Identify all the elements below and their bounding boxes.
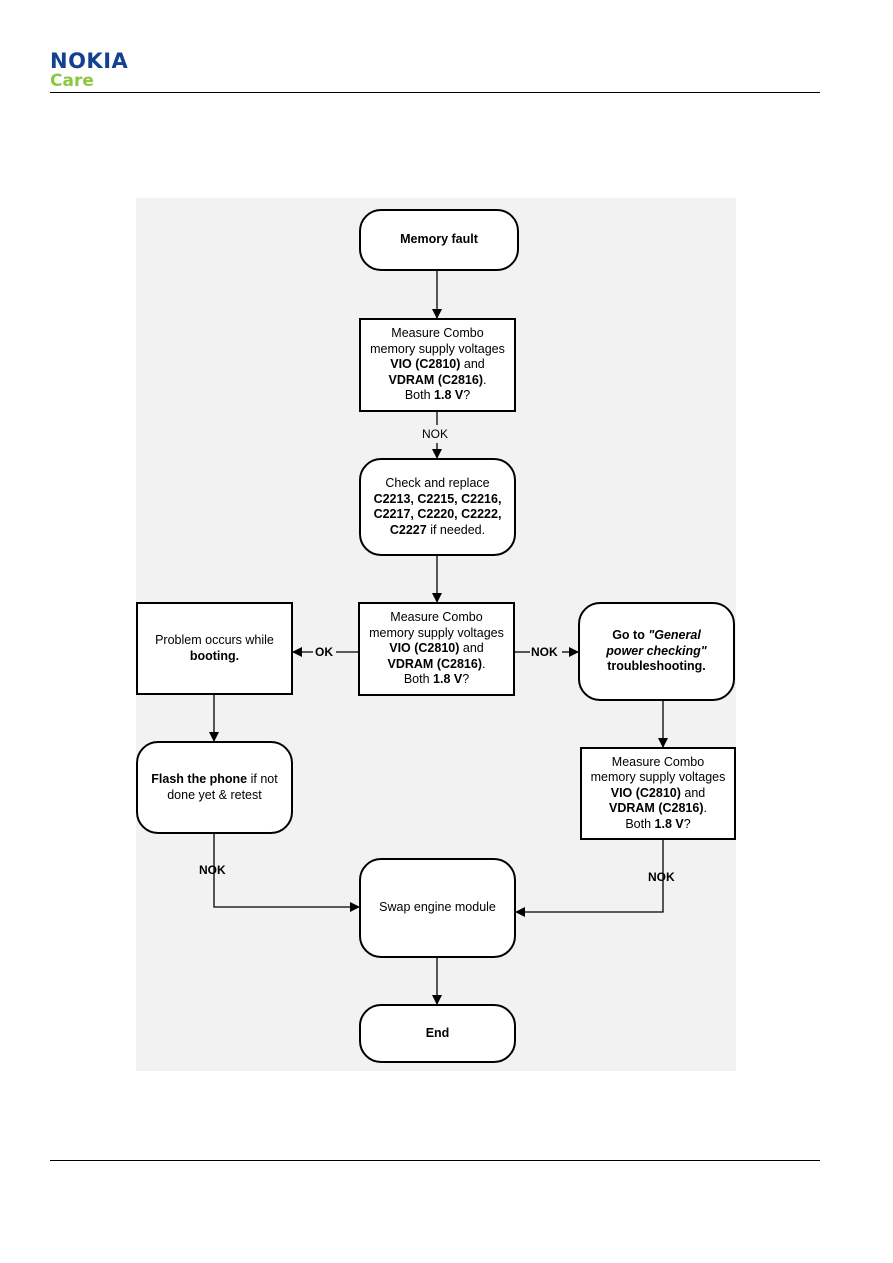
measure1-line2: memory supply voltages [370,341,505,356]
measure-voltages-node-2: Measure Combo memory supply voltages VIO… [358,602,515,696]
measure1-both: Both [404,388,435,403]
header-rule [50,92,820,93]
nok-label-2: NOK [531,645,558,659]
measure2-volt: 1.8 V [433,672,463,687]
measure2-q: ? [462,672,470,687]
check-line2: C2213, C2215, C2216, [373,491,502,506]
measure1-dot: . [482,372,487,387]
measure3-q: ? [683,816,691,831]
measure1-vio: VIO (C2810) [390,357,461,372]
problem-booting-node: Problem occurs while booting. [136,602,293,695]
goto-line1b: "General [648,628,701,643]
goto-text: Go to "General power checking" troublesh… [606,628,706,675]
measure2-vio: VIO (C2810) [389,641,460,656]
swap-engine-node: Swap engine module [359,858,516,958]
measure1-q: ? [463,388,471,403]
measure3-dot: . [703,801,707,816]
measure3-volt: 1.8 V [654,816,684,831]
check-line4-bold: C2227 [389,522,427,537]
measure3-and: and [680,785,706,800]
arrow-measure3-to-swap [515,840,664,917]
flash-line1: if not [247,772,278,786]
problem-line2: booting. [189,648,240,663]
measure2-both: Both [403,672,434,687]
flash-text: Flash the phone if not done yet & retest [151,772,277,803]
goto-power-checking-node: Go to "General power checking" troublesh… [578,602,735,701]
measure2-line2: memory supply voltages [369,625,504,640]
measure3-line1: Measure Combo [611,754,705,769]
measure2-vdram: VDRAM (C2816) [387,656,482,671]
nokia-care-logo: NOKIA Care [50,50,128,90]
problem-line1: Problem occurs while [155,633,274,647]
measure1-text: Measure Combo memory supply voltages VIO… [370,326,505,404]
logo-nokia-text: NOKIA [50,49,129,73]
measure2-line1: Measure Combo [390,610,483,625]
measure1-volt: 1.8 V [434,388,464,403]
flash-line2: done yet & retest [167,787,262,802]
footer-rule [50,1160,820,1161]
measure2-and: and [459,641,484,656]
measure1-and: and [460,357,485,372]
nok-label-left: NOK [199,863,226,877]
swap-text: Swap engine module [379,900,496,915]
end-node: End [359,1004,516,1063]
measure3-vio: VIO (C2810) [610,785,681,800]
measure-voltages-node-3: Measure Combo memory supply voltages VIO… [580,747,736,840]
measure2-text: Measure Combo memory supply voltages VIO… [369,610,504,688]
memory-fault-node: Memory fault [359,209,519,271]
memory-fault-text: Memory fault [400,232,478,247]
goto-line3: troubleshooting. [607,659,706,674]
measure3-vdram: VDRAM (C2816) [609,801,704,816]
check-line3: C2217, C2220, C2222, [373,507,502,521]
check-line4: if needed. [426,522,486,537]
measure2-dot: . [481,656,486,671]
nok-label-right: NOK [648,870,675,884]
nok-label-1: NOK [422,427,449,441]
check-replace-text: Check and replace C2213, C2215, C2216, C… [374,476,502,538]
logo-care-text: Care [50,71,94,91]
flash-line1-bold: Flash the phone [151,772,248,786]
goto-line1a: Go to [612,628,649,643]
flash-phone-node: Flash the phone if not done yet & retest [136,741,293,834]
measure3-both: Both [625,816,655,831]
measure1-line1: Measure Combo [391,326,484,341]
ok-label: OK [315,645,333,659]
check-replace-node: Check and replace C2213, C2215, C2216, C… [359,458,516,556]
check-line1: Check and replace [385,476,490,490]
arrow-flash-to-swap [213,834,360,912]
measure1-vdram: VDRAM (C2816) [388,372,483,387]
end-text: End [425,1025,450,1040]
problem-text: Problem occurs while booting. [155,633,274,664]
measure3-line2: memory supply voltages [590,770,726,785]
measure3-text: Measure Combo memory supply voltages VIO… [591,755,726,833]
goto-line2: power checking" [606,643,707,658]
measure-voltages-node-1: Measure Combo memory supply voltages VIO… [359,318,516,412]
